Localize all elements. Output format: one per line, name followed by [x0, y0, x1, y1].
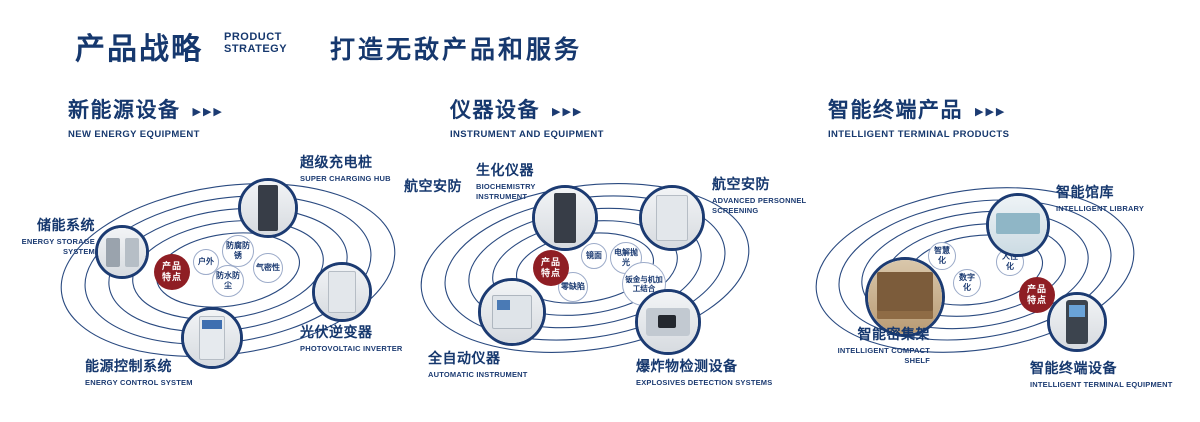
product-label-storage: 储能系统 ENERGY STORAGE SYSTEM: [10, 215, 95, 257]
product-name-en: BIOCHEMISTRY INSTRUMENT: [476, 182, 536, 201]
product-photo: [241, 181, 295, 235]
product-name: 储能系统: [37, 217, 95, 233]
product-label-library: 智能馆库 INTELLIGENT LIBRARY: [1056, 182, 1166, 214]
product-name: 超级充电桩: [300, 154, 373, 170]
badge-line1: 产品: [540, 257, 561, 268]
section-subtitle: NEW ENERGY EQUIPMENT: [68, 129, 200, 140]
product-name: 生化仪器: [476, 162, 534, 178]
label-aviation-security: 航空安防: [404, 178, 462, 194]
product-photo: [535, 188, 595, 248]
product-feature-badge: 产品 特点: [1019, 277, 1055, 313]
product-photo-circle-explosives: [635, 289, 701, 355]
product-label-charger: 超级充电桩 SUPER CHARGING HUB: [300, 152, 420, 184]
product-name-en: ADVANCED PERSONNEL SCREENING: [712, 196, 807, 215]
page-tagline: 打造无敌产品和服务: [330, 36, 583, 64]
page-subtitle-line2: STRATEGY: [224, 43, 288, 56]
product-label-explosives: 爆炸物检测设备 EXPLOSIVES DETECTION SYSTEMS: [636, 356, 786, 388]
section-title: 新能源设备: [68, 99, 181, 122]
section-subtitle: INTELLIGENT TERMINAL PRODUCTS: [828, 129, 1010, 140]
page-subtitle: PRODUCT STRATEGY: [224, 31, 287, 55]
feature-bubble: 智慧化: [928, 242, 956, 270]
product-name: 智能馆库: [1056, 184, 1114, 200]
product-label-biochemistry: 生化仪器 BIOCHEMISTRY INSTRUMENT: [476, 160, 566, 202]
triple-chevron-icon: ▶▶▶: [552, 105, 584, 118]
badge-line1: 产品: [161, 261, 182, 272]
product-photo: [868, 260, 942, 334]
section-title: 智能终端产品: [828, 99, 963, 122]
product-photo: [638, 292, 698, 352]
badge-line2: 特点: [540, 268, 561, 278]
product-name: 光伏逆变器: [300, 324, 373, 340]
feature-bubble: 气密性: [253, 253, 283, 283]
product-photo-circle-library: [986, 193, 1050, 257]
product-name-en: AUTOMATIC INSTRUMENT: [428, 370, 528, 379]
badge-line2: 特点: [161, 272, 182, 282]
product-name: 全自动仪器: [428, 350, 501, 366]
triple-chevron-icon: ▶▶▶: [192, 105, 224, 118]
page-title: 产品战略: [75, 33, 203, 66]
product-photo-circle-terminal: [1047, 292, 1107, 352]
product-name-en: ENERGY STORAGE SYSTEM: [21, 237, 95, 256]
product-photo: [642, 188, 702, 248]
product-photo-circle-biochemistry: [532, 185, 598, 251]
section-header-terminal: 智能终端产品 ▶▶▶ INTELLIGENT TERMINAL PRODUCTS: [828, 94, 1009, 140]
feature-bubble: 防腐防锈: [222, 235, 254, 267]
product-name-en: SUPER CHARGING HUB: [300, 174, 391, 183]
product-photo-circle-storage: [95, 225, 149, 279]
product-photo-circle-automatic: [478, 278, 546, 346]
product-label-terminal: 智能终端设备 INTELLIGENT TERMINAL EQUIPMENT: [1030, 358, 1180, 390]
product-label-screening: 航空安防 ADVANCED PERSONNEL SCREENING: [712, 174, 822, 216]
product-photo: [1050, 295, 1104, 349]
section-header-new-energy: 新能源设备 ▶▶▶ NEW ENERGY EQUIPMENT: [68, 94, 224, 140]
product-label-inverter: 光伏逆变器 PHOTOVOLTAIC INVERTER: [300, 322, 420, 354]
section-title: 仪器设备: [450, 99, 540, 122]
product-photo-circle-inverter: [312, 262, 372, 322]
feature-bubble: 防水防尘: [212, 265, 244, 297]
feature-bubble: 数字化: [953, 269, 981, 297]
product-name-en: EXPLOSIVES DETECTION SYSTEMS: [636, 378, 773, 387]
product-label-shelf: 智能密集架 INTELLIGENT COMPACT SHELF: [822, 324, 930, 366]
product-photo: [315, 265, 369, 319]
badge-line1: 产品: [1026, 284, 1047, 295]
product-photo-circle-screening: [639, 185, 705, 251]
product-name: 智能终端设备: [1030, 360, 1117, 376]
product-photo-circle-control: [181, 307, 243, 369]
product-name-en: INTELLIGENT LIBRARY: [1056, 204, 1145, 213]
section-subtitle: INSTRUMENT AND EQUIPMENT: [450, 129, 604, 140]
page-subtitle-line1: PRODUCT: [224, 31, 282, 43]
product-photo: [184, 310, 240, 366]
badge-line2: 特点: [1026, 295, 1047, 305]
product-label-automatic: 全自动仪器 AUTOMATIC INSTRUMENT: [428, 348, 548, 380]
product-name-en: INTELLIGENT TERMINAL EQUIPMENT: [1030, 380, 1173, 389]
product-photo: [481, 281, 543, 343]
orbit-rings-terminal: [815, 187, 1135, 353]
product-name-en: INTELLIGENT COMPACT SHELF: [837, 346, 930, 365]
product-name-en: ENERGY CONTROL SYSTEM: [85, 378, 193, 387]
product-label-control: 能源控制系统 ENERGY CONTROL SYSTEM: [85, 356, 225, 388]
product-name-en: PHOTOVOLTAIC INVERTER: [300, 344, 403, 353]
product-photo: [989, 196, 1047, 254]
product-feature-badge: 产品 特点: [533, 250, 569, 286]
product-name: 能源控制系统: [85, 358, 172, 374]
product-name: 智能密集架: [857, 326, 930, 342]
product-photo: [98, 228, 146, 276]
product-feature-badge: 产品 特点: [154, 254, 190, 290]
product-photo-circle-charger: [238, 178, 298, 238]
triple-chevron-icon: ▶▶▶: [975, 105, 1007, 118]
product-name: 爆炸物检测设备: [636, 358, 738, 374]
product-photo-circle-shelf: [865, 257, 945, 337]
section-header-instruments: 仪器设备 ▶▶▶ INSTRUMENT AND EQUIPMENT: [450, 94, 604, 140]
product-name: 航空安防: [712, 176, 770, 192]
